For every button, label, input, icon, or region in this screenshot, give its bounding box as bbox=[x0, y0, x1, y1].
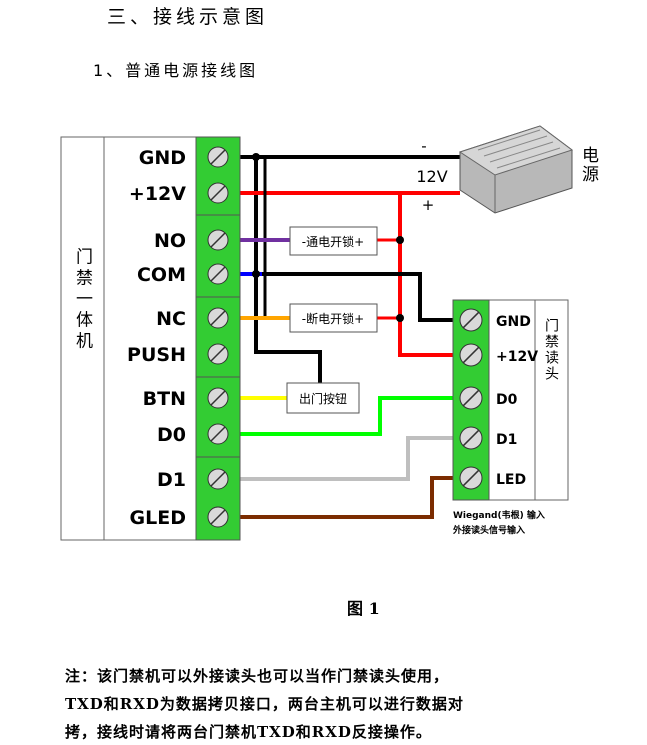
junction-dot bbox=[396, 314, 404, 322]
screw-slot bbox=[462, 469, 480, 487]
figure-caption: 图 1 bbox=[347, 599, 380, 618]
exit-button-label: 出门按钮 bbox=[299, 391, 347, 406]
screw-slot bbox=[210, 310, 226, 326]
terminal-label-d0: D0 bbox=[157, 424, 186, 446]
wire-gled bbox=[240, 476, 455, 519]
screw-slot bbox=[210, 149, 226, 165]
screw-slot bbox=[462, 311, 480, 329]
screw-slot bbox=[210, 185, 226, 201]
reader-terminal-label-plus-12v: +12V bbox=[496, 349, 538, 365]
wires bbox=[240, 153, 460, 519]
reader-terminal-label-d0: D0 bbox=[496, 392, 518, 408]
wire-com-reader-gnd bbox=[262, 272, 455, 322]
terminal-label-nc: NC bbox=[156, 308, 186, 330]
reader-caption-1: Wiegand(韦根) 输入 bbox=[453, 509, 545, 521]
wire-12v-reader bbox=[398, 193, 455, 357]
reader-terminal-label-led: LED bbox=[496, 472, 526, 488]
screw-slot bbox=[210, 346, 226, 362]
power-supply: - 12V + 电源 bbox=[416, 125, 599, 214]
terminal-label-gnd: GND bbox=[139, 147, 186, 169]
sub-title: 1、普通电源接线图 bbox=[93, 61, 259, 80]
screw-slot bbox=[210, 232, 226, 248]
terminal-label-no: NO bbox=[154, 230, 186, 252]
terminal-label-push: PUSH bbox=[127, 344, 186, 366]
junction-dot bbox=[396, 236, 404, 244]
screw-slot bbox=[462, 429, 480, 447]
controller-label: 门禁一体机 bbox=[72, 247, 93, 352]
screw-slot bbox=[210, 471, 226, 487]
terminal-label-plus-12v: +12V bbox=[129, 183, 186, 205]
junction-dot bbox=[252, 153, 260, 161]
screw-slot bbox=[462, 389, 480, 407]
junction-dot bbox=[252, 270, 260, 278]
reader-terminal-label-gnd: GND bbox=[496, 314, 531, 330]
screw-slot bbox=[210, 509, 226, 525]
reader-label: 门禁读头 bbox=[543, 318, 559, 382]
note-line: 注：该门禁机可以外接读头也可以当作门禁读头使用， bbox=[65, 667, 450, 685]
reader-caption-2: 外接读头信号输入 bbox=[452, 524, 525, 536]
screw-slot bbox=[462, 346, 480, 364]
terminal-label-btn: BTN bbox=[143, 388, 186, 410]
wire-gnd-locks bbox=[263, 157, 290, 242]
unlock-on-power-module: -通电开锁+ bbox=[289, 226, 378, 256]
power-plus-label: + bbox=[422, 196, 435, 214]
terminal-label-com: COM bbox=[137, 264, 186, 286]
terminal-block bbox=[195, 214, 241, 298]
screw-slot bbox=[210, 390, 226, 406]
unlock-on-cut-module: -断电开锁+ bbox=[289, 303, 378, 333]
screw-slot bbox=[210, 426, 226, 442]
exit-button-module: 出门按钮 bbox=[286, 382, 360, 414]
terminal-label-d1: D1 bbox=[157, 469, 186, 491]
reader-terminal-label-d1: D1 bbox=[496, 432, 517, 448]
power-voltage-label: 12V bbox=[416, 167, 447, 186]
note-line: TXD和RXD为数据拷贝接口，两台主机可以进行数据对 bbox=[65, 695, 464, 713]
unlock-on-cut-label: -断电开锁+ bbox=[302, 311, 364, 326]
screw-slot bbox=[210, 266, 226, 282]
note-line: 拷，接线时请将两台门禁机TXD和RXD反接操作。 bbox=[65, 723, 432, 741]
power-minus-label: - bbox=[421, 137, 426, 155]
power-supply-label: 电源 bbox=[578, 146, 599, 184]
wire-d1 bbox=[240, 436, 455, 481]
terminal-label-gled: GLED bbox=[130, 507, 186, 529]
wire-gnd-exit-button bbox=[254, 157, 322, 383]
unlock-on-power-label: -通电开锁+ bbox=[302, 234, 364, 249]
section-title: 三、接线示意图 bbox=[107, 6, 269, 28]
wire-d0 bbox=[240, 396, 455, 436]
